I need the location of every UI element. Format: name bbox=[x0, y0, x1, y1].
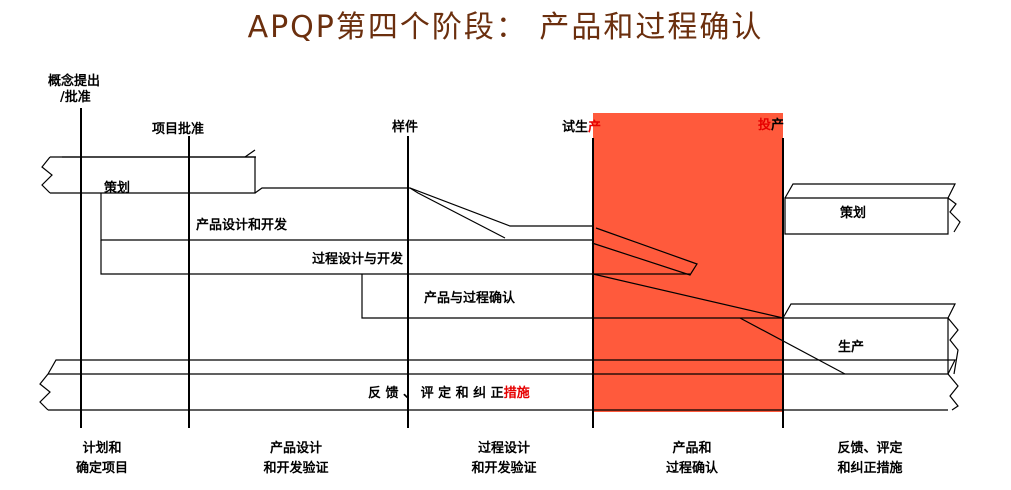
bar-label-planning: 策划 bbox=[104, 180, 130, 196]
milestone-pilot-main: 试生 bbox=[562, 119, 588, 135]
phase-4-line2: 过程确认 bbox=[666, 460, 719, 476]
milestone-launch: 投产 bbox=[758, 117, 784, 133]
product-design-bar bbox=[100, 193, 593, 241]
milestone-launch-tail: 产 bbox=[771, 117, 784, 133]
phase-5-line1: 反馈、评定 bbox=[837, 440, 902, 456]
bar-label-production: 生产 bbox=[838, 339, 864, 355]
bar-label-feedback: 反 馈 、 评 定 和 纠 正措施 bbox=[368, 385, 530, 401]
planning-right-bar bbox=[784, 197, 949, 235]
bar-label-feedback-main: 反 馈 、 评 定 和 纠 正 bbox=[368, 385, 504, 401]
milestone-concept-line1: 概念提出 bbox=[48, 73, 100, 89]
bar-label-product-design: 产品设计和开发 bbox=[196, 217, 288, 233]
validation-bar bbox=[361, 274, 783, 319]
milestone-launch-red: 投 bbox=[758, 117, 771, 133]
feedback-bar bbox=[48, 373, 948, 411]
bar-label-planning-right: 策划 bbox=[840, 205, 866, 221]
phase-2-line2: 和开发验证 bbox=[263, 460, 328, 476]
phase-2-line1: 产品设计 bbox=[270, 440, 322, 456]
production-bar bbox=[783, 317, 949, 374]
bar-label-validation: 产品与过程确认 bbox=[424, 290, 516, 306]
phase-1-line2: 确定项目 bbox=[76, 460, 128, 476]
phase-3-line2: 和开发验证 bbox=[471, 460, 536, 476]
phase-5-line2: 和纠正措施 bbox=[837, 460, 902, 476]
bar-label-process-design: 过程设计与开发 bbox=[312, 251, 404, 267]
phase-4-line1: 产品和 bbox=[672, 440, 711, 456]
milestone-concept-line2: /批准 bbox=[60, 89, 91, 105]
milestone-lines bbox=[80, 108, 784, 428]
phase-3-line1: 过程设计 bbox=[478, 440, 530, 456]
milestone-prototype: 样件 bbox=[392, 119, 418, 135]
bar-label-feedback-red: 措施 bbox=[504, 385, 530, 401]
diagram-title: APQP第四个阶段： 产品和过程确认 bbox=[247, 10, 764, 45]
milestone-project-approval: 项目批准 bbox=[152, 121, 204, 137]
milestone-pilot-red: 产 bbox=[588, 119, 601, 135]
phase-1-line1: 计划和 bbox=[82, 440, 121, 456]
phase-four-highlight bbox=[593, 113, 783, 412]
phase-labels: 计划和 确定项目 产品设计 和开发验证 过程设计 和开发验证 产品和 过程确认 … bbox=[76, 440, 903, 476]
flow-bars bbox=[39, 149, 961, 411]
process-design-bar bbox=[100, 240, 690, 275]
milestone-pilot: 试生产 bbox=[562, 119, 601, 135]
